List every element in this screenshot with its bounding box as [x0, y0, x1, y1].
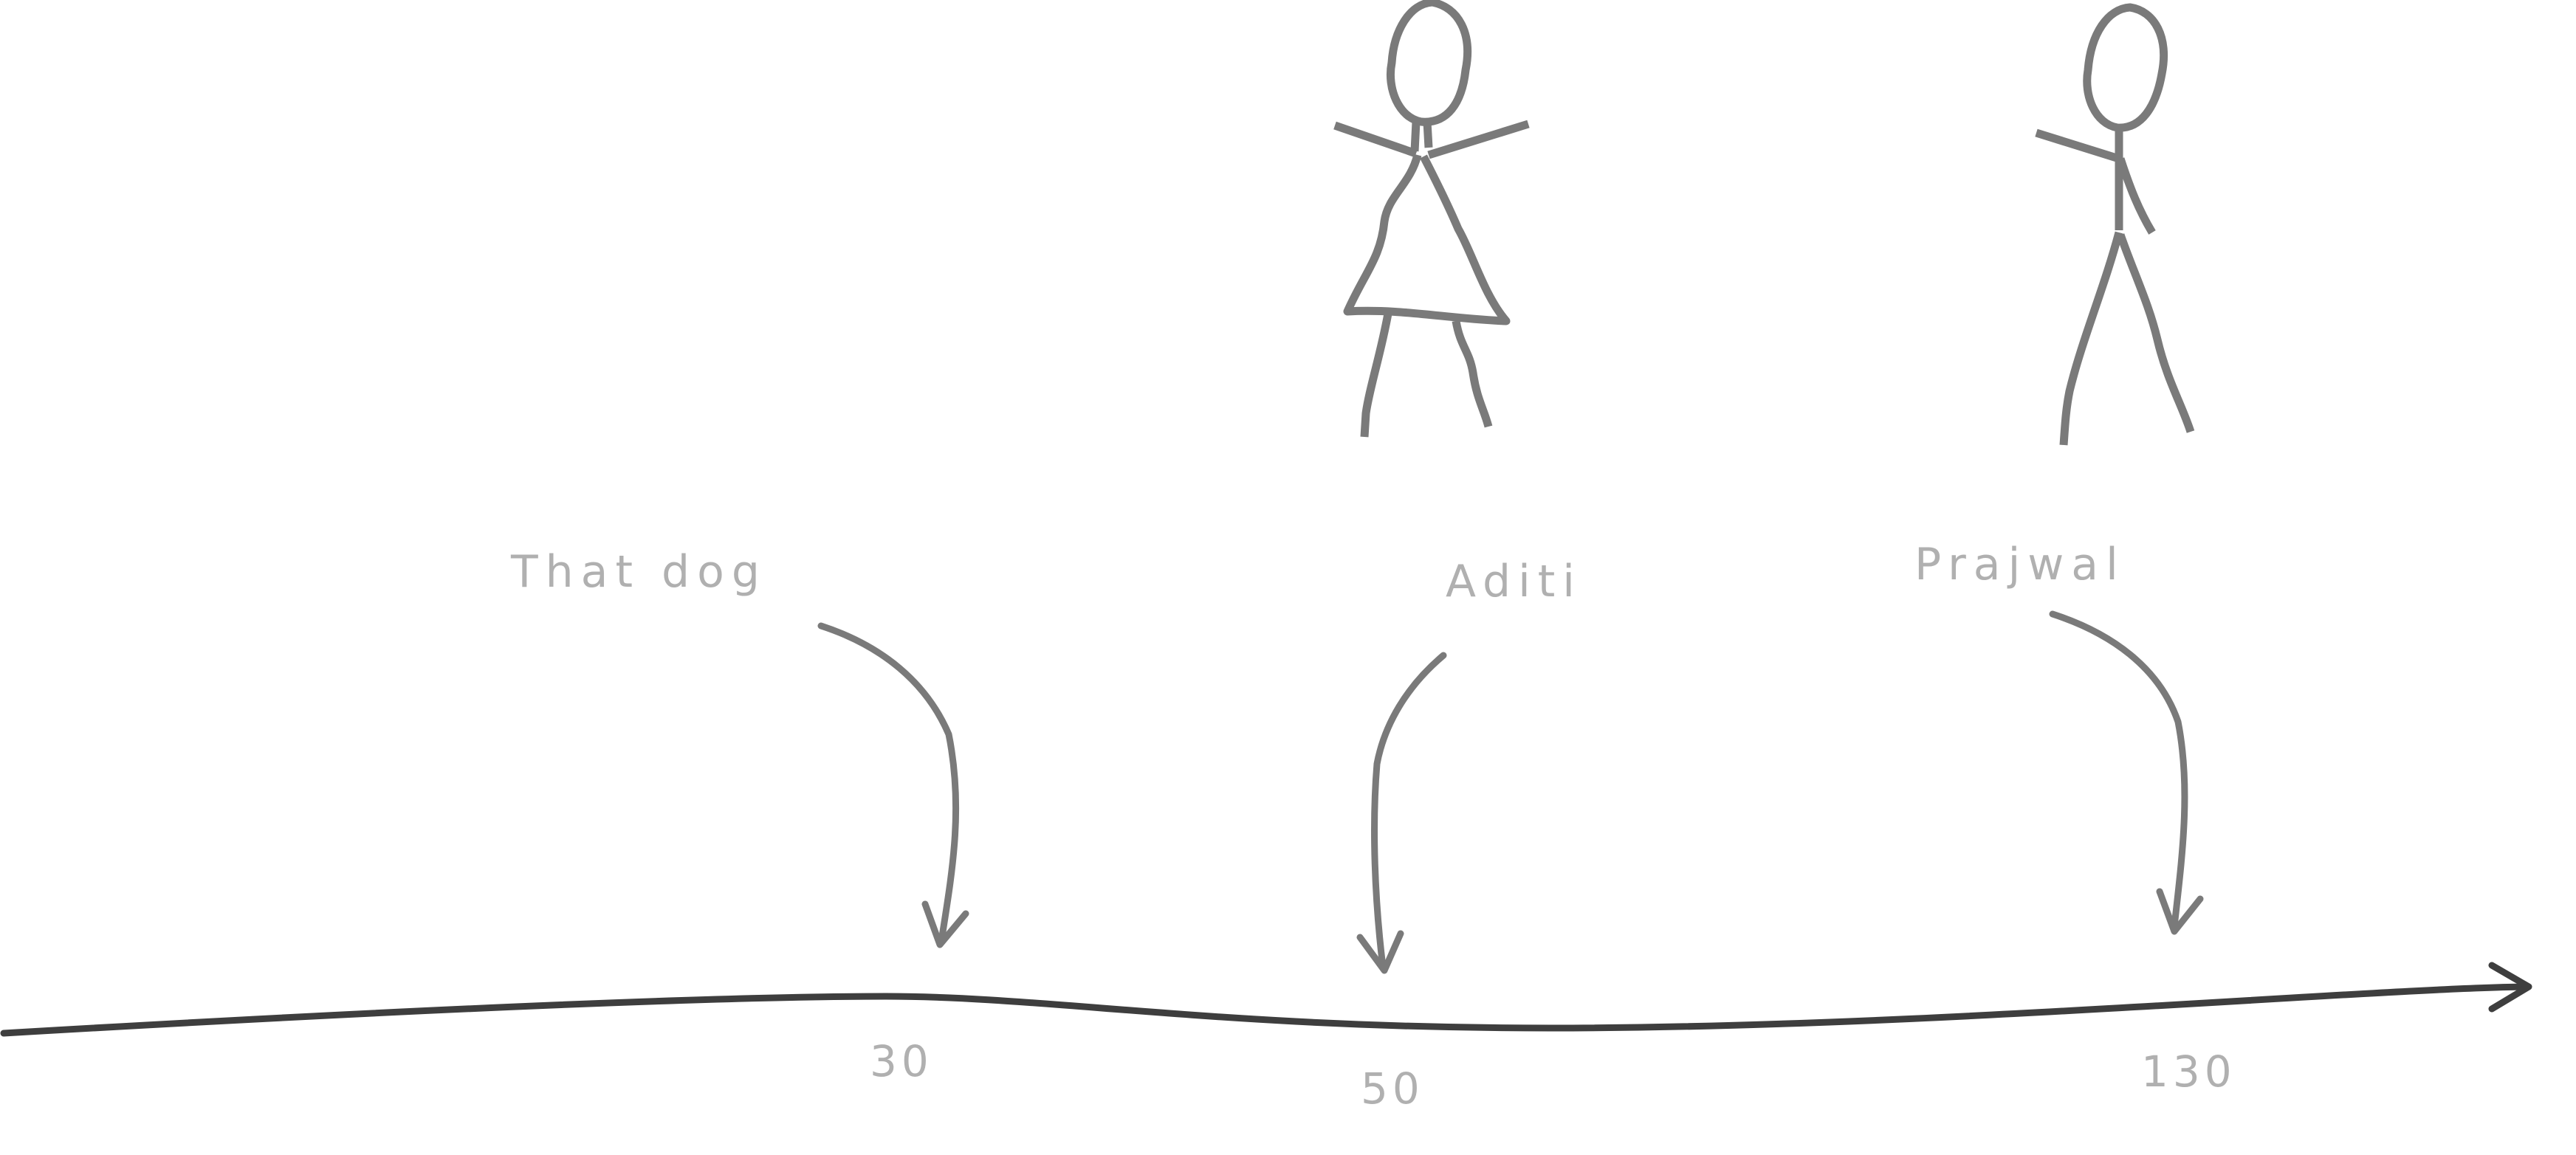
- timeline-axis: [0, 962, 2532, 1037]
- aditi-right-leg: [1452, 320, 1493, 428]
- tick-value-50: 50: [1361, 1063, 1424, 1114]
- aditi-figure: [1333, 0, 1530, 438]
- label-that-dog: That dog: [510, 546, 767, 598]
- tick-value-130: 130: [2141, 1047, 2236, 1097]
- prajwal-right-leg: [2116, 233, 2195, 433]
- aditi-left-arm: [1333, 121, 1418, 158]
- prajwal-figure: [2035, 3, 2195, 446]
- arrow-prajwal-to-130: [2049, 610, 2204, 935]
- prajwal-right-arm: [2116, 157, 2156, 235]
- aditi-right-arm: [1427, 120, 1530, 159]
- label-aditi: Aditi: [1446, 556, 1582, 607]
- aditi-neck: [1410, 121, 1433, 152]
- prajwal-head: [2083, 3, 2168, 132]
- tick-value-30: 30: [870, 1036, 933, 1086]
- aditi-dress: [1343, 154, 1511, 325]
- prajwal-left-arm: [2035, 128, 2120, 163]
- prajwal-left-leg: [2059, 231, 2123, 446]
- label-prajwal: Prajwal: [1914, 539, 2126, 590]
- arrow-dog-to-30: [817, 622, 969, 948]
- arrow-aditi-to-50: [1356, 652, 1447, 974]
- aditi-left-leg: [1360, 313, 1392, 438]
- timeline-arrowhead: [2488, 962, 2532, 1013]
- aditi-head: [1386, 0, 1472, 126]
